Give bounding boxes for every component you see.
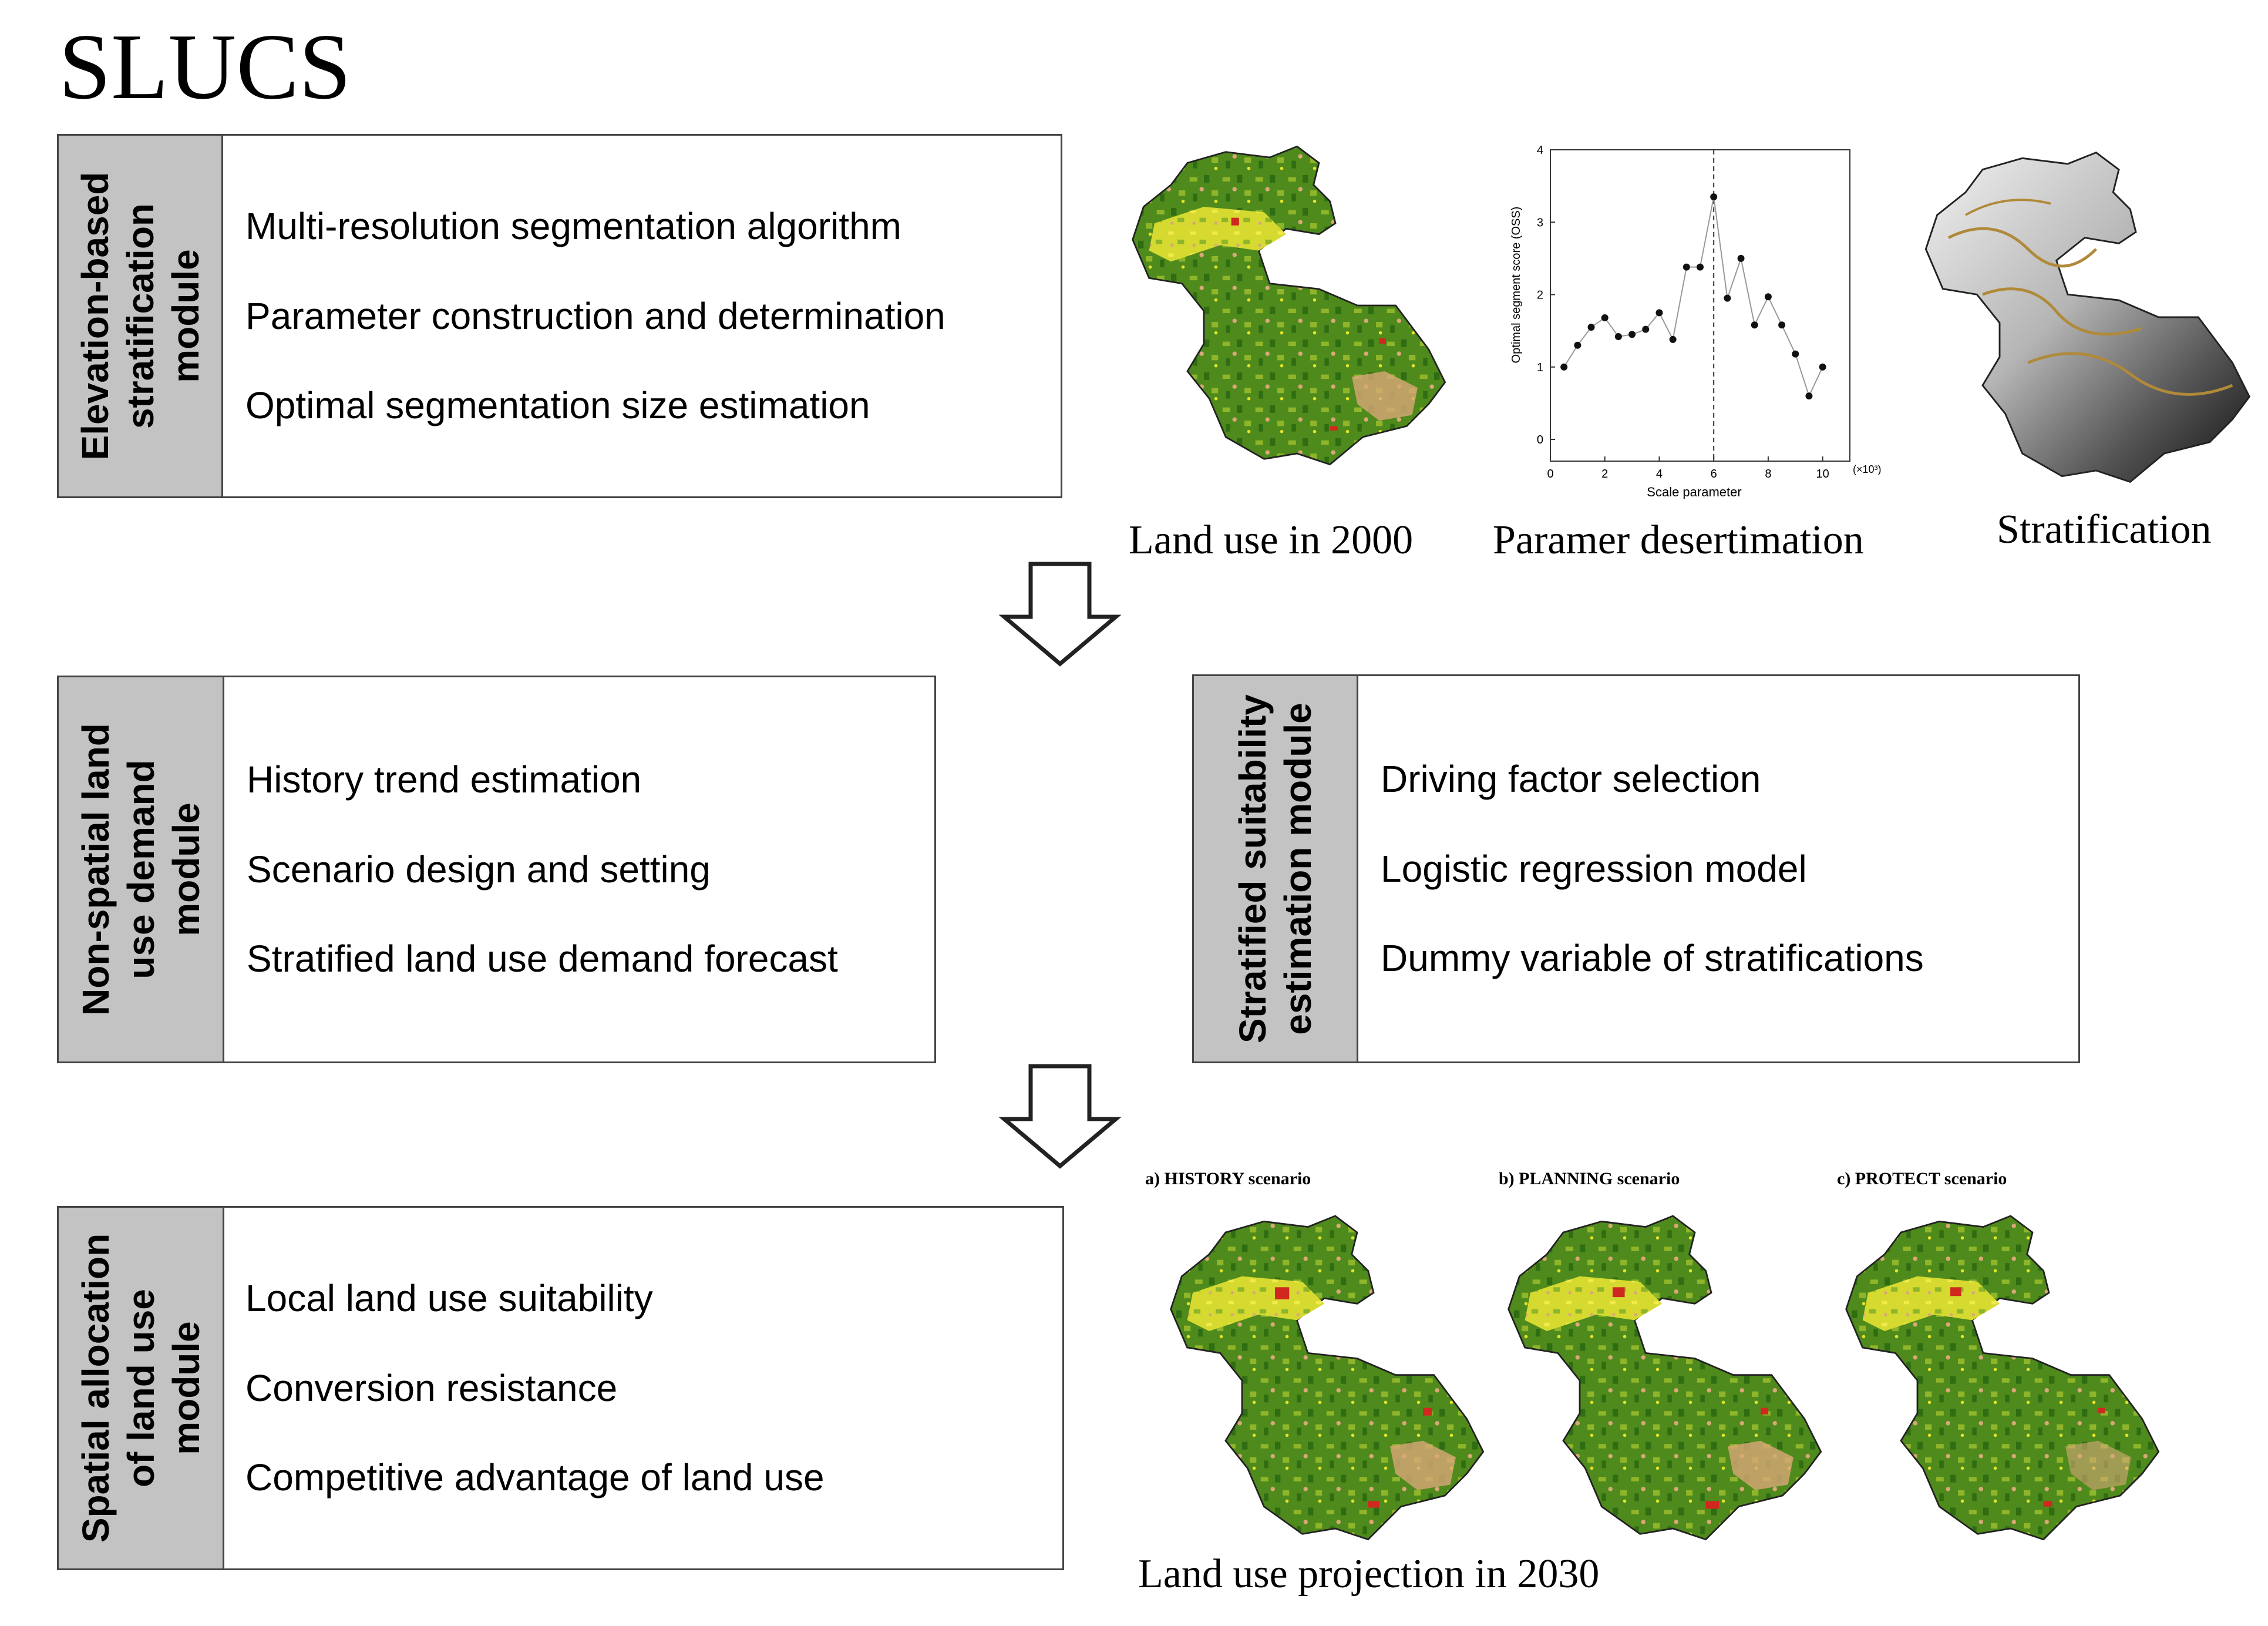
chart-ylabel: Optimal segment score (OSS) — [1510, 207, 1523, 364]
data-point — [1601, 314, 1609, 321]
suitability-estimation-module: Stratified suitability estimation module… — [1192, 674, 2080, 1063]
module-label: Stratified suitability estimation module — [1231, 694, 1319, 1043]
module-label-panel: Stratified suitability estimation module — [1194, 676, 1358, 1061]
scenario-label-planning: b) PLANNING scenario — [1499, 1169, 1680, 1188]
module-item: Stratified land use demand forecast — [247, 938, 838, 980]
module-items: Local land use suitability Conversion re… — [245, 1208, 1062, 1568]
chart-xlabel: Scale parameter — [1647, 485, 1741, 499]
x-tick-label: 6 — [1711, 468, 1717, 481]
data-point — [1587, 323, 1595, 331]
data-point — [1764, 293, 1772, 301]
y-tick-label: 4 — [1537, 144, 1543, 157]
data-point — [1683, 263, 1690, 271]
caption-land-use-projection: Land use projection in 2030 — [1138, 1551, 1600, 1597]
data-point — [1697, 263, 1704, 271]
data-point — [1792, 350, 1799, 358]
series-line — [1563, 196, 1823, 398]
module-item: Logistic regression model — [1381, 847, 1807, 890]
spatial-allocation-module: Spatial allocation of land use module Lo… — [57, 1206, 1064, 1570]
data-point — [1669, 335, 1677, 343]
module-item: Dummy variable of stratifications — [1381, 937, 1924, 980]
stratification-map — [1924, 152, 2251, 483]
landuse-2000-map — [1132, 145, 1446, 466]
data-point — [1560, 363, 1568, 371]
data-point — [1628, 331, 1636, 338]
module-item: History trend estimation — [247, 758, 642, 801]
module-label: Elevation-based stratification module — [73, 172, 206, 461]
planning-scenario-map — [1507, 1215, 1822, 1541]
data-point — [1819, 363, 1826, 371]
optimal-segment-score-chart: 0 2 4 6 8 10 0 1 2 3 4 Scale parameter Optimal seg… — [1510, 144, 1882, 499]
x-tick-label: 10 — [1816, 468, 1829, 481]
data-point — [1737, 254, 1745, 262]
down-arrow-icon — [998, 562, 1122, 667]
data-point — [1724, 294, 1731, 302]
module-item: Optimal segmentation size estimation — [245, 384, 870, 427]
chart-plot: 0 2 4 6 8 10 0 1 2 3 4 — [1537, 144, 1850, 481]
x-tick-label: 0 — [1547, 468, 1553, 481]
scenario-label-history: a) HISTORY scenario — [1145, 1169, 1311, 1188]
chart-xunit: (×10³) — [1853, 463, 1882, 475]
protect-scenario-map — [1845, 1215, 2160, 1541]
module-items: Multi-resolution segmentation algorithm … — [245, 136, 1061, 496]
y-tick-label: 1 — [1537, 361, 1543, 374]
y-tick-label: 0 — [1537, 434, 1543, 446]
module-item: Local land use suitability — [245, 1276, 653, 1319]
chart-frame — [1550, 149, 1850, 462]
module-label-panel: Non-spatial land use demand module — [59, 677, 224, 1061]
data-point — [1614, 333, 1622, 340]
data-point — [1710, 193, 1718, 201]
module-item: Scenario design and setting — [247, 848, 711, 891]
data-point — [1574, 341, 1581, 349]
module-items: Driving factor selection Logistic regres… — [1381, 676, 2078, 1061]
module-item: Multi-resolution segmentation algorithm — [245, 204, 901, 247]
module-label-panel: Elevation-based stratification module — [59, 136, 223, 496]
caption-stratification: Stratification — [1997, 507, 2212, 552]
x-tick-label: 8 — [1765, 468, 1771, 481]
data-point — [1751, 321, 1758, 329]
x-tick-label: 4 — [1656, 468, 1663, 481]
data-point — [1778, 321, 1786, 329]
history-scenario-map — [1170, 1215, 1485, 1541]
module-item: Conversion resistance — [245, 1366, 618, 1409]
caption-landuse-2000: Land use in 2000 — [1129, 518, 1414, 563]
data-point — [1805, 392, 1813, 400]
module-item: Driving factor selection — [1381, 757, 1761, 800]
diagram-title: SLUCS — [59, 14, 351, 119]
module-item: Competitive advantage of land use — [245, 1456, 825, 1499]
x-tick-label: 2 — [1601, 468, 1608, 481]
data-point — [1655, 309, 1663, 317]
caption-parameter-determination: Paramer desertimation — [1493, 518, 1864, 563]
y-tick-label: 2 — [1537, 289, 1543, 302]
module-label: Spatial allocation of land use module — [74, 1233, 207, 1543]
down-arrow-icon — [998, 1064, 1122, 1169]
y-tick-label: 3 — [1537, 216, 1543, 229]
scenario-label-protect: c) PROTECT scenario — [1837, 1169, 2007, 1188]
module-label-panel: Spatial allocation of land use module — [59, 1208, 224, 1568]
data-point — [1642, 325, 1650, 333]
elevation-stratification-module: Elevation-based stratification module Mu… — [57, 134, 1062, 498]
nonspatial-demand-module: Non-spatial land use demand module Histo… — [57, 676, 936, 1063]
module-items: History trend estimation Scenario design… — [247, 677, 934, 1061]
module-label: Non-spatial land use demand module — [74, 723, 207, 1016]
module-item: Parameter construction and determination — [245, 294, 945, 337]
